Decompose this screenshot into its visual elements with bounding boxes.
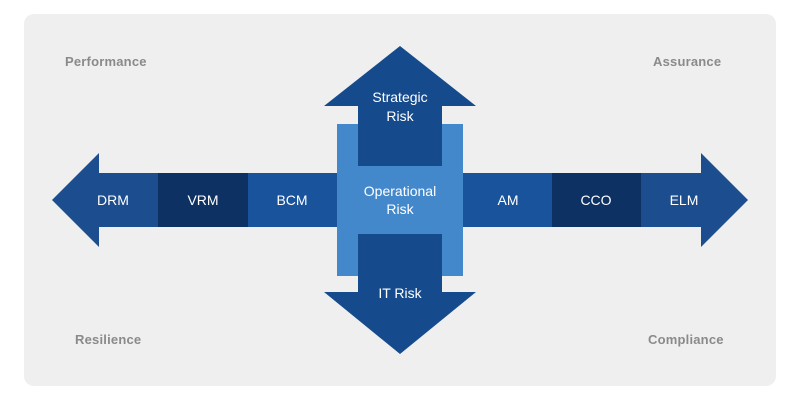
strategic-risk-label-line2: Risk xyxy=(386,108,414,124)
corner-label-assurance: Assurance xyxy=(653,54,722,69)
segment-label-am: AM xyxy=(498,192,519,208)
segment-cco xyxy=(552,173,641,227)
segment-label-cco: CCO xyxy=(580,192,611,208)
segment-label-drm: DRM xyxy=(97,192,129,208)
segment-drm xyxy=(52,153,158,247)
segment-label-elm: ELM xyxy=(670,192,699,208)
strategic-risk-label-line1: Strategic xyxy=(372,89,427,105)
corner-label-compliance: Compliance xyxy=(648,332,724,347)
segment-am xyxy=(463,173,552,227)
center-label-line1: Operational xyxy=(364,183,436,199)
center-label-line2: Risk xyxy=(386,201,414,217)
segment-label-vrm: VRM xyxy=(187,192,218,208)
corner-label-performance: Performance xyxy=(65,54,147,69)
segment-label-bcm: BCM xyxy=(276,192,307,208)
segment-bcm xyxy=(248,173,337,227)
segment-vrm xyxy=(158,173,248,227)
it-risk-arrow xyxy=(324,234,476,354)
corner-label-resilience: Resilience xyxy=(75,332,142,347)
strategic-risk-arrow xyxy=(324,46,476,166)
segment-elm xyxy=(641,153,748,247)
it-risk-label: IT Risk xyxy=(378,285,422,301)
